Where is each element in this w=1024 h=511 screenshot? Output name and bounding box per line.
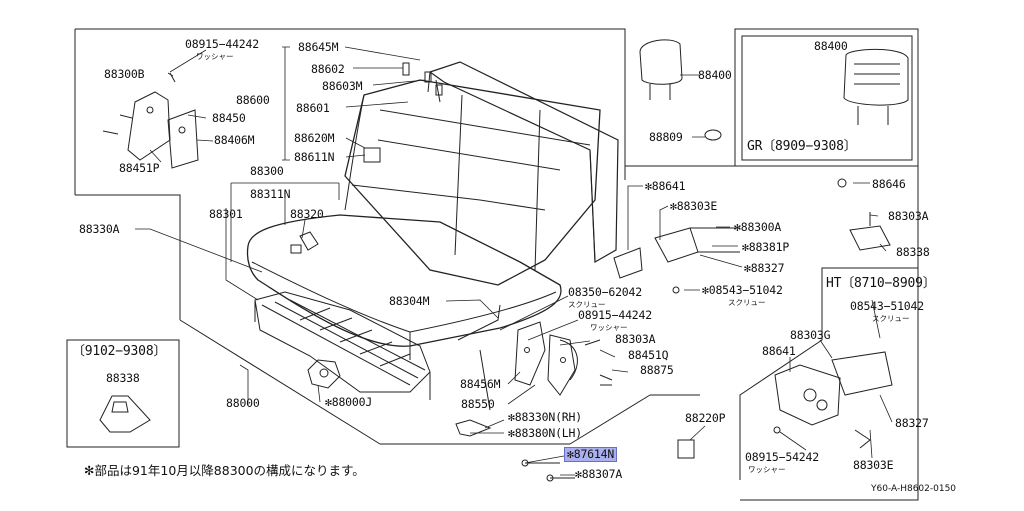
label-ht-range: HT〔8710−8909〕 [826,276,936,291]
label-88330a: 88330A [79,222,120,236]
label-88406m: 88406M [214,133,255,147]
label-88400-main: 88400 [698,68,732,82]
label-88381p: ✻88381P [742,240,790,254]
label-range-9102: 〔9102−9308〕 [72,344,167,359]
label-88303a-mid: 88303A [615,332,656,346]
outer-frame-line [569,394,651,445]
label-88304m: 88304M [389,294,430,308]
label-88300a: ✻88300A [734,220,782,234]
label-88875: 88875 [640,363,674,377]
ht-hinge [773,351,893,449]
label-88601: 88601 [296,101,330,115]
leader-lines [135,46,893,476]
label-88301: 88301 [209,207,243,221]
label-88456m: 88456M [460,377,501,391]
part-88000j [307,359,341,389]
label-washer-mid: ワッシャー [590,323,628,332]
label-88380n: ✻88380N(LH) [508,426,582,440]
label-88451p: 88451P [119,161,160,175]
label-screw-08350: スクリュー [568,300,606,309]
range-box [66,339,180,448]
label-88303a-right: 88303A [888,209,929,223]
label-88000: 88000 [226,396,260,410]
label-88620m: 88620M [294,131,335,145]
label-88220p: 88220P [685,411,726,425]
label-88602: 88602 [311,62,345,76]
label-87614n-highlighted[interactable]: ✻87614N [564,447,618,462]
headrest-gr [843,48,909,125]
label-88327-mid: ✻88327 [744,261,785,275]
seat-back-frame [402,61,619,264]
hinge-brackets-center [455,321,613,482]
label-88311n: 88311N [250,187,291,201]
diagram-code: Y60-A-H8602-0150 [871,484,957,494]
label-88000j: ✻88000J [325,395,373,409]
label-08543-51042-mid: ✻08543−51042 [702,283,783,297]
outer-frame-line [179,319,381,445]
label-88400-gr: 88400 [814,39,848,53]
label-gr-range: GR〔8909−9308〕 [747,139,857,154]
label-washer-ht: ワッシャー [748,465,786,474]
label-88320: 88320 [290,207,324,221]
seat-cushion [246,214,562,360]
bracket-group-top-left [102,72,199,169]
label-08915-44242-mid: 08915−44242 [578,308,652,322]
label-88611n: 88611N [294,150,335,164]
label-screw-mid: スクリュー [728,298,766,307]
label-08915-44242-top: 08915−44242 [185,37,259,51]
part-88220p [677,439,695,459]
label-88641-ht: 88641 [762,344,796,358]
outer-frame-line [75,194,181,320]
ht-box [740,267,919,501]
label-88600: 88600 [236,93,270,107]
bracket-group-right [837,178,891,251]
label-88451q: 88451Q [628,348,669,362]
label-88603m: 88603M [322,79,363,93]
label-88330n: ✻88330N(RH) [508,410,582,424]
label-88550: 88550 [461,397,495,411]
label-88303g: 88303G [790,328,831,342]
label-88809: 88809 [649,130,683,144]
label-88303e-mid: ✻88303E [670,199,718,213]
label-88300: 88300 [250,164,284,178]
label-88303e-ht: 88303E [853,458,894,472]
label-88307a: ✻88307A [575,467,623,481]
label-screw-ht: スクリュー [872,314,910,323]
label-88646: 88646 [872,177,906,191]
label-88338-right: 88338 [896,245,930,259]
label-08543-51042-ht: 08543−51042 [850,299,924,313]
label-88645m: 88645M [298,40,339,54]
footnote: ✻部品は91年10月以降88300の構成になります。 [84,463,365,478]
seat-back [344,79,601,286]
label-88338-left: 88338 [106,371,140,385]
label-88641: ✻88641 [645,179,686,193]
part-88338-box [99,395,151,433]
seat-frame [254,291,501,411]
headrest-main [639,39,722,141]
label-88300b: 88300B [104,67,145,81]
label-08350-62042: 08350−62042 [568,285,642,299]
label-08915-54242: 08915−54242 [745,450,819,464]
label-88327-ht: 88327 [895,416,929,430]
gr-box [741,35,913,161]
striker-group [613,227,740,294]
label-washer-top: ワッシャー [196,52,234,61]
label-88450: 88450 [212,111,246,125]
